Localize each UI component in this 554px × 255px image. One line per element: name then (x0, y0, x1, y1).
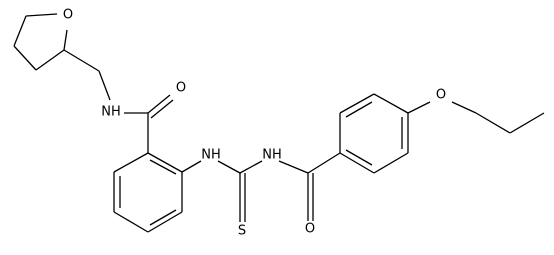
propoxy-chain (407, 101, 545, 134)
amide-oxygen-label: O (176, 81, 186, 96)
tetrahydrofuran-ring (13, 13, 68, 71)
benzoyl-carbonyl (307, 152, 341, 221)
thiourea-nh-right-label: NH (262, 148, 282, 163)
central-benzene-ring (113, 152, 183, 233)
methylene-linker (63, 49, 111, 101)
ring-oxygen-label: O (63, 8, 73, 23)
propoxyphenyl-ring (339, 93, 409, 174)
thione-sulfur-label: S (238, 224, 246, 239)
ether-oxygen-label: O (436, 88, 446, 103)
amide-group (124, 94, 174, 153)
thiourea-group (181, 160, 309, 222)
benzoyl-oxygen-label: O (305, 222, 315, 237)
thiourea-nh-left-label: NH (201, 148, 221, 163)
amide-nh-label: NH (101, 105, 121, 120)
